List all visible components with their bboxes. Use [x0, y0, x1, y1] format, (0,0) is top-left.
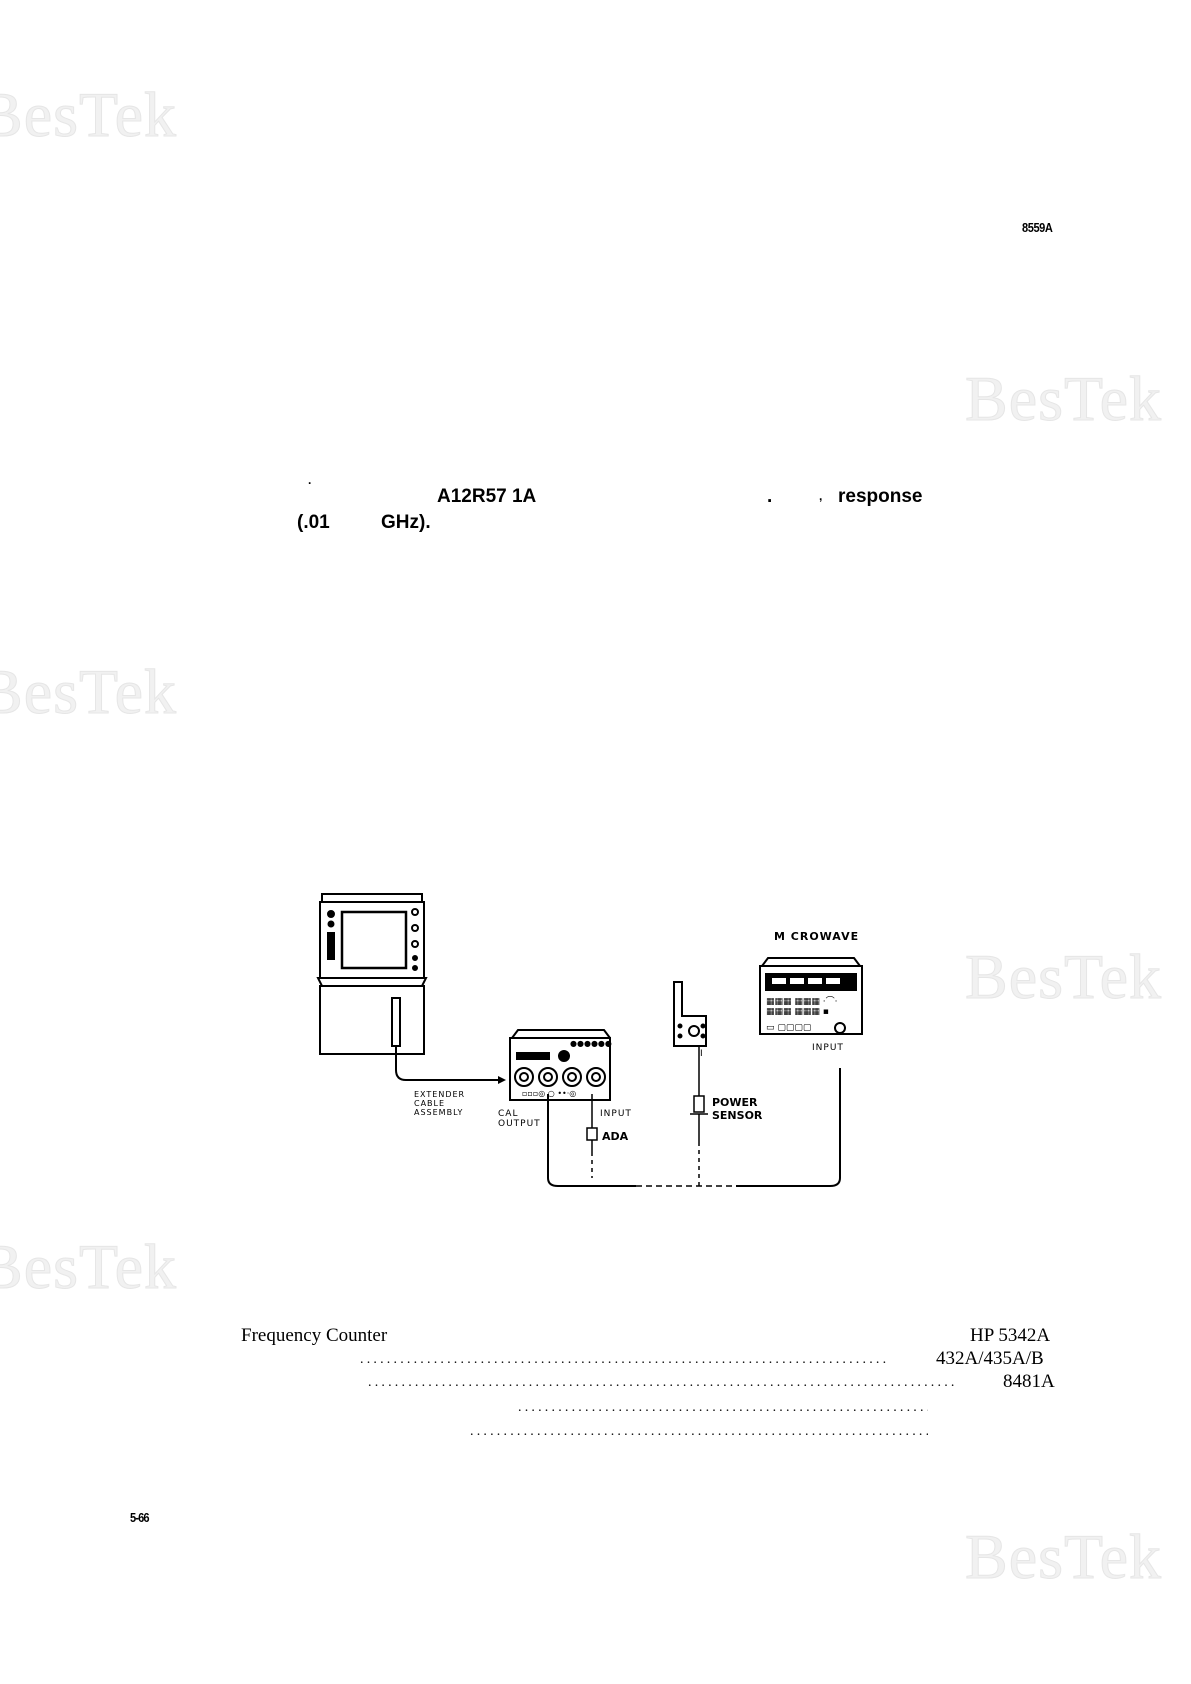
dot-mark: , [819, 489, 823, 503]
rf-cable [547, 1094, 636, 1187]
watermark: BesTek [0, 656, 178, 728]
equipment-name: Frequency Counter [241, 1325, 388, 1346]
input-label-right: INPUT [812, 1043, 844, 1053]
extender-label: EXTENDER [414, 1090, 465, 1099]
frequency-start: (.01 [297, 512, 330, 533]
response-text: response [838, 486, 923, 507]
leader-dots: ........................................… [368, 1375, 958, 1390]
component-reference: A12R57 1A [437, 486, 537, 507]
power-sensor [693, 1095, 705, 1113]
spectrum-analyzer [316, 893, 428, 1055]
input-label-left: INPUT [600, 1109, 632, 1119]
extender-label: ASSEMBLY [414, 1108, 463, 1117]
svg-text:▫▫▫◎ ○ ••·◎: ▫▫▫◎ ○ ••·◎ [522, 1089, 576, 1098]
watermark: BesTek [964, 1521, 1163, 1593]
extender-label: CABLE [414, 1099, 445, 1108]
watermark: BesTek [0, 1231, 178, 1303]
dot-mark: . [767, 486, 773, 507]
test-setup-diagram: EXTENDER CABLE ASSEMBLY ●●●●●● ▫▫▫◎ ○ ••… [316, 893, 863, 1187]
leader-dots: ........................................… [360, 1352, 890, 1367]
watermark: BesTek [964, 363, 1163, 435]
dot-mark: · [308, 476, 312, 490]
leader-dots: ........................................… [518, 1400, 928, 1415]
microwave-label: M CROWAVE [774, 930, 859, 943]
extender-cable [395, 1046, 504, 1081]
adapter [586, 1127, 598, 1141]
watermark: BesTek [964, 941, 1163, 1013]
ada-label: ADA [602, 1130, 629, 1143]
svg-text:▭ ▢▢▢▢: ▭ ▢▢▢▢ [766, 1023, 811, 1033]
equipment-model: 8481A [1003, 1371, 1055, 1392]
svg-text:I: I [700, 1049, 703, 1059]
watermark: BesTek [0, 79, 178, 151]
svg-text:▦▦▦ ▦▦▦ ·⌒·: ▦▦▦ ▦▦▦ ·⌒· [766, 996, 837, 1007]
power-meter [673, 981, 707, 1047]
cal-output-label: CAL [498, 1109, 518, 1119]
leader-dots: ........................................… [470, 1424, 928, 1439]
power-sensor-label: POWER [712, 1096, 758, 1109]
svg-text:●●●●●●: ●●●●●● [570, 1039, 612, 1048]
equipment-model: 432A/435A/B [936, 1348, 1044, 1369]
frequency-unit: GHz). [381, 512, 431, 533]
calibrator-unit [509, 1029, 611, 1101]
cal-output-label: OUTPUT [498, 1119, 541, 1129]
equipment-model: HP 5342A [970, 1325, 1051, 1346]
model-number: 8559A [1022, 220, 1053, 235]
power-sensor-label: SENSOR [712, 1109, 763, 1122]
svg-text:▦▦▦ ▦▦▦ ▪: ▦▦▦ ▦▦▦ ▪ [766, 1007, 829, 1017]
page-number: 5-66 [130, 1510, 150, 1525]
